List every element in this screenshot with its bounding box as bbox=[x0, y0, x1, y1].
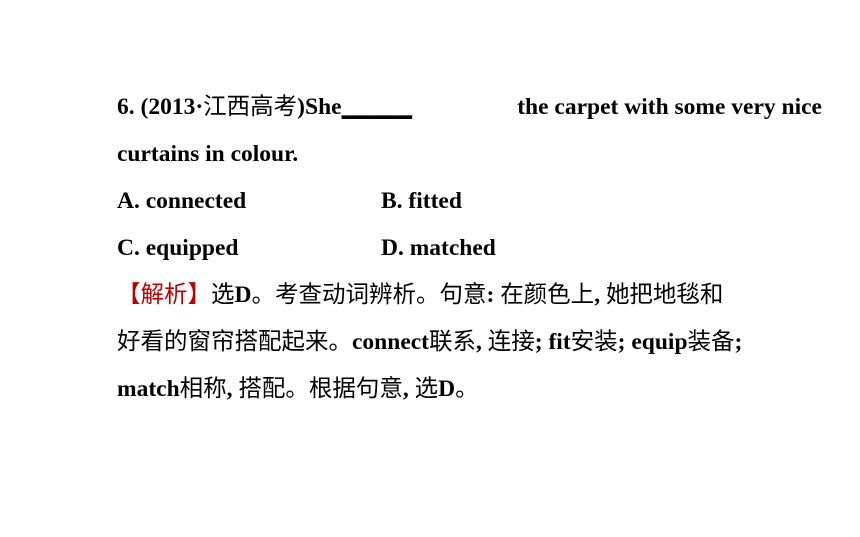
question-stem-end: curtains in colour. bbox=[117, 141, 299, 167]
analysis-text: 联系 bbox=[429, 329, 477, 355]
analysis-text: 在颜色上 bbox=[500, 282, 595, 308]
analysis-word: ; equip bbox=[617, 329, 688, 355]
analysis-label: 【解析】 bbox=[117, 282, 211, 308]
question-stem-text: )She bbox=[297, 94, 342, 120]
option-c: C. equipped bbox=[117, 235, 239, 261]
question-block: 6. (2013·江西高考)She______ the carpet with … bbox=[117, 84, 822, 413]
question-source: 江西高考 bbox=[203, 94, 298, 120]
option-d: D. matched bbox=[381, 235, 496, 261]
options-row-2: C. equipped D. matched bbox=[117, 225, 822, 272]
analysis-punct: , bbox=[402, 376, 415, 402]
analysis-punct: 。 bbox=[455, 376, 479, 402]
analysis-word: connect bbox=[352, 329, 430, 355]
analysis-line-2: 好看的窗帘搭配起来。connect联系, 连接; fit安装; equip装备; bbox=[117, 319, 822, 366]
question-stem-line-2: curtains in colour. bbox=[117, 131, 822, 178]
question-stem-line-1: 6. (2013·江西高考)She______ the carpet with … bbox=[117, 84, 822, 131]
analysis-punct: : bbox=[486, 282, 501, 308]
question-number: 6. (2013· bbox=[117, 94, 204, 120]
options-row-1: A. connected B. fitted bbox=[117, 178, 822, 225]
analysis-text: 装备 bbox=[687, 329, 735, 355]
answer-blank: ______ bbox=[341, 94, 413, 120]
question-stem-rest: the carpet with some very nice bbox=[517, 94, 822, 120]
analysis-text: 相称 bbox=[179, 376, 227, 402]
analysis-text: 她把地毯和 bbox=[605, 282, 724, 308]
analysis-text: 安装 bbox=[570, 329, 618, 355]
analysis-word: ; fit bbox=[534, 329, 571, 355]
analysis-punct: , bbox=[594, 282, 606, 308]
analysis-word: match bbox=[117, 376, 180, 402]
analysis-text: 选 bbox=[211, 282, 235, 308]
analysis-punct: , bbox=[476, 329, 488, 355]
option-a: A. connected bbox=[117, 188, 247, 214]
analysis-text: 搭配。根据句意 bbox=[238, 376, 403, 402]
analysis-line-3: match相称, 搭配。根据句意, 选D。 bbox=[117, 366, 822, 413]
question-stem-start: 6. (2013·江西高考)She______ bbox=[117, 84, 412, 131]
analysis-text: 。考查动词辨析。句意 bbox=[251, 282, 487, 308]
analysis-punct: ; bbox=[734, 329, 743, 355]
option-b: B. fitted bbox=[381, 188, 462, 214]
analysis-punct: , bbox=[226, 376, 239, 402]
analysis-line-1: 【解析】选D。考查动词辨析。句意: 在颜色上, 她把地毯和 bbox=[117, 272, 822, 319]
analysis-text: 选 bbox=[414, 376, 439, 402]
analysis-text: 连接 bbox=[487, 329, 535, 355]
answer-letter: D bbox=[438, 376, 456, 402]
answer-letter: D bbox=[234, 282, 252, 308]
analysis-text: 好看的窗帘搭配起来。 bbox=[117, 329, 352, 355]
